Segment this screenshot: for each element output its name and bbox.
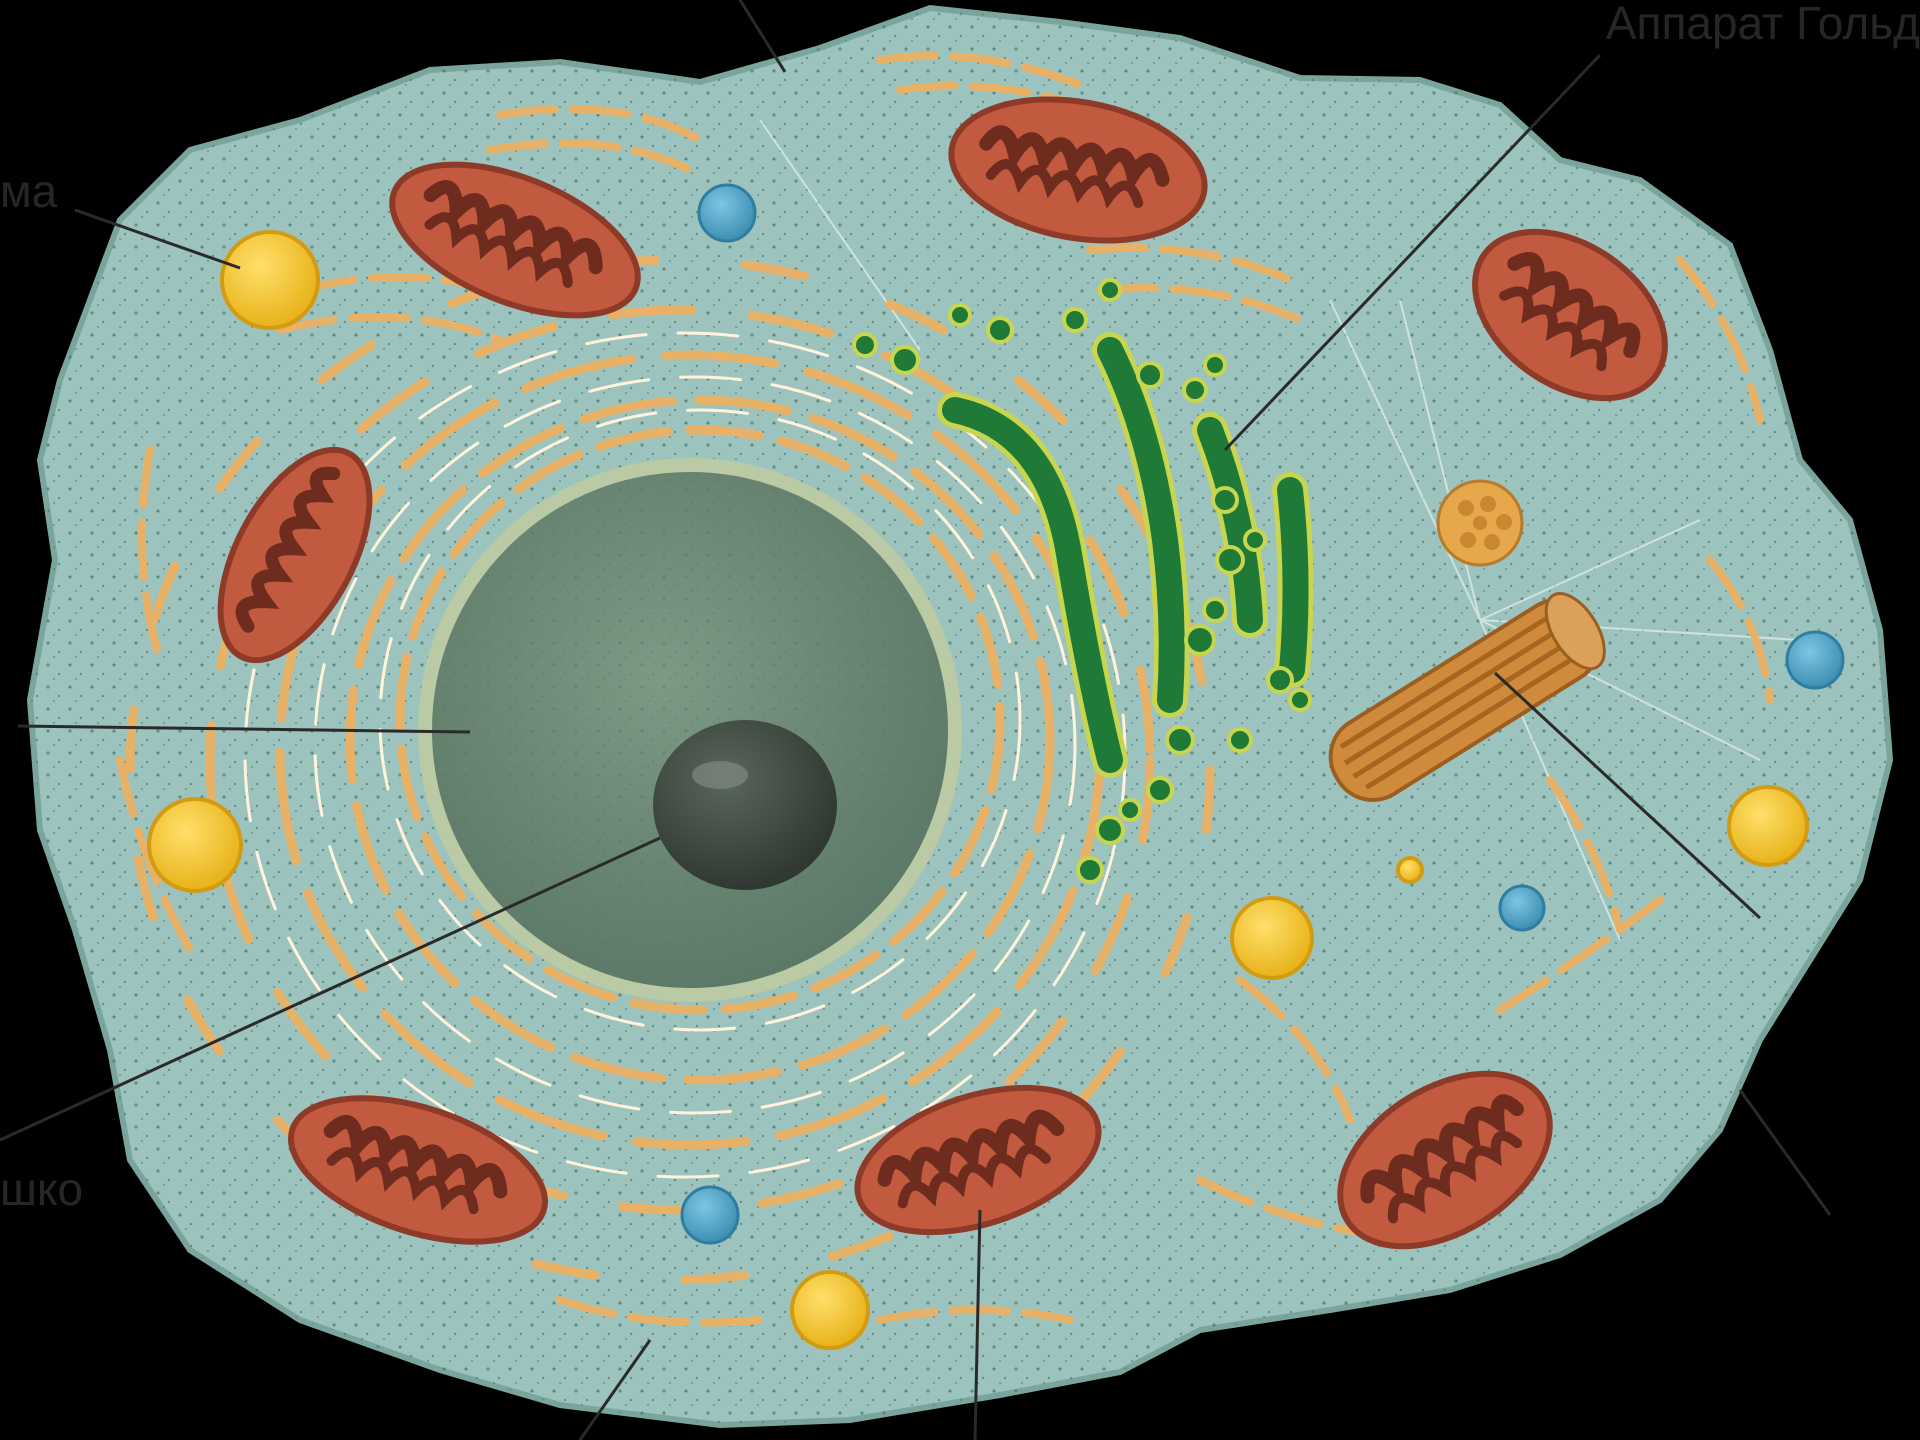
label-left-top: ма xyxy=(0,168,57,214)
label-left-bottom: шко xyxy=(0,1166,83,1212)
nucleus-texture xyxy=(432,472,948,988)
nucleolus xyxy=(653,720,837,890)
nucleolus-highlight xyxy=(692,761,748,789)
label-golgi-apparatus: Аппарат Гольд xyxy=(1606,0,1920,46)
leader-line xyxy=(1740,1090,1830,1215)
ribosome-cluster xyxy=(1438,481,1522,565)
